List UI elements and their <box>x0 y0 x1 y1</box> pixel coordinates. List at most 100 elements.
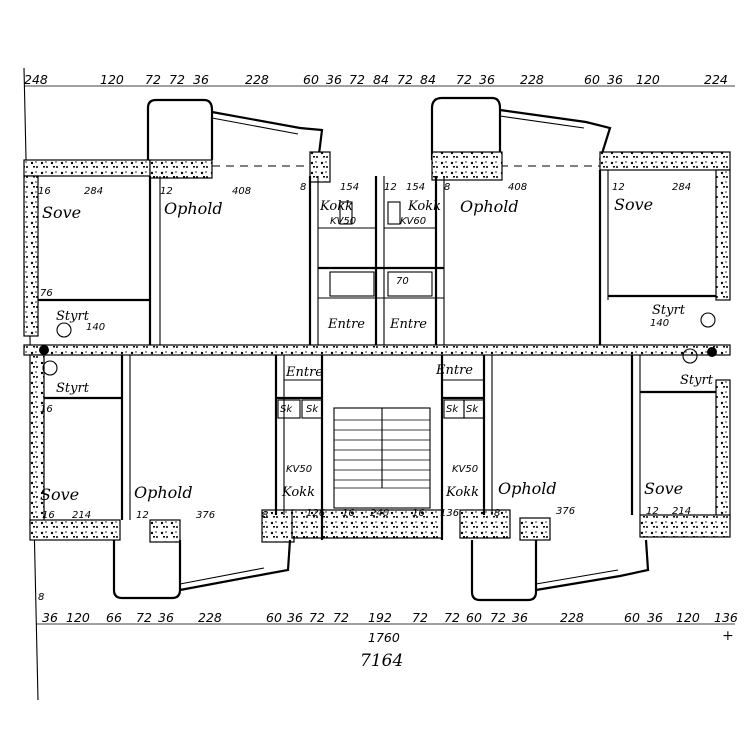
room-label-ophold: Ophold <box>498 479 557 498</box>
edge-mark: 76 <box>40 288 53 299</box>
dim-label: 12 <box>160 186 173 197</box>
total-width: 1760 <box>368 630 400 645</box>
room-label-sk: Sk <box>280 404 293 415</box>
dim-label: 154 <box>406 182 425 193</box>
room-label-kokk: Kokk <box>281 485 315 500</box>
dim-label: 16 <box>412 508 425 519</box>
room-label-sove: Sove <box>614 195 653 214</box>
upper-balconies <box>146 96 612 167</box>
dim-label: KV50 <box>452 464 478 475</box>
room-label-kokk: Kokk <box>445 485 479 500</box>
dim-label: 376 <box>196 510 215 521</box>
dim-label: 154 <box>340 182 359 193</box>
stairwell <box>320 355 444 540</box>
room-label-ophold: Ophold <box>164 199 223 218</box>
dim-label: 12 <box>384 182 397 193</box>
dim-label: 8 <box>494 508 500 519</box>
top-dim: 224 <box>704 72 728 87</box>
bottom-dim: 72 <box>333 610 349 625</box>
exterior-walls <box>23 151 731 543</box>
bottom-dim: 192 <box>368 610 392 625</box>
dim-label: 284 <box>672 182 691 193</box>
top-dim: 72 <box>456 72 472 87</box>
dim-label: KV50 <box>330 216 356 227</box>
room-label-ophold: Ophold <box>134 483 193 502</box>
top-dim: 84 <box>373 72 389 87</box>
dim-label: 126 <box>306 508 325 519</box>
room-label-sk: Sk <box>446 404 459 415</box>
bottom-dim: 72 <box>412 610 428 625</box>
dim-label: 8 <box>300 182 306 193</box>
room-label-sove: Sove <box>42 203 81 222</box>
dim-label: KV50 <box>286 464 312 475</box>
bottom-dimension-string: 36 120 66 72 36 228 60 36 72 72 192 72 7… <box>36 610 738 645</box>
dim-label: 12 <box>136 510 149 521</box>
dim-label: 16 <box>342 508 355 519</box>
upper-interior-walls <box>38 170 716 345</box>
dim-label: 140 <box>86 322 105 333</box>
bottom-dim: 228 <box>560 610 584 625</box>
top-dim: 228 <box>520 72 544 87</box>
top-dim: 228 <box>245 72 269 87</box>
top-dim: 120 <box>636 72 660 87</box>
room-label-sk: Sk <box>466 404 479 415</box>
dim-label: 136 <box>440 508 459 519</box>
top-dim: 120 <box>100 72 124 87</box>
top-dim: 72 <box>349 72 365 87</box>
bottom-dim: 228 <box>198 610 222 625</box>
bottom-dim: 36 <box>647 610 663 625</box>
top-dim: 36 <box>326 72 342 87</box>
dim-label: 214 <box>672 506 691 517</box>
room-label-entre: Entre <box>389 317 427 332</box>
bottom-dim: 72 <box>444 610 460 625</box>
cross-mark-icon: + <box>722 628 734 644</box>
room-label-entre: Entre <box>435 363 473 378</box>
bottom-dim: 72 <box>309 610 325 625</box>
bottom-dim: 60 <box>624 610 640 625</box>
bottom-dim: 60 <box>266 610 282 625</box>
bottom-dim: 36 <box>42 610 58 625</box>
room-label-entre: Entre <box>327 317 365 332</box>
top-dim: 84 <box>420 72 436 87</box>
dim-label: 12 <box>646 506 659 517</box>
room-label-kokk: Kokk <box>319 199 353 214</box>
room-label-sk: Sk <box>306 404 319 415</box>
bottom-dim: 36 <box>287 610 303 625</box>
top-dim: 36 <box>479 72 495 87</box>
bottom-dim: 36 <box>512 610 528 625</box>
drawing-number: 7164 <box>360 651 403 671</box>
room-label-entre: Entre <box>285 365 323 380</box>
top-dimension-string: 248 120 72 72 36 228 60 36 72 84 72 84 7… <box>24 72 735 87</box>
bathroom-fixtures <box>39 201 717 376</box>
room-label-ophold: Ophold <box>460 197 519 216</box>
dim-label: KV60 <box>400 216 426 227</box>
bottom-dim: 136 <box>714 610 738 625</box>
room-label-styrt: Styrt <box>680 373 714 388</box>
bottom-dim: 66 <box>106 610 122 625</box>
dim-label: 376 <box>556 506 575 517</box>
room-label-sove: Sove <box>644 479 683 498</box>
top-dim: 36 <box>193 72 209 87</box>
room-label-kokk: Kokk <box>407 199 441 214</box>
edge-mark: 16 <box>40 404 53 415</box>
top-dim: 36 <box>607 72 623 87</box>
lower-balconies <box>112 539 650 602</box>
bottom-dim: 72 <box>136 610 152 625</box>
dim-label: 408 <box>508 182 527 193</box>
room-label-styrt: Styrt <box>56 381 90 396</box>
dim-label: 16 <box>38 186 51 197</box>
edge-mark: 8 <box>38 592 44 603</box>
dim-label: 8 <box>262 510 268 521</box>
room-label-styrt: Styrt <box>56 309 90 324</box>
top-dim: 248 <box>24 72 48 87</box>
top-dim: 72 <box>145 72 161 87</box>
dim-label: 214 <box>72 510 91 521</box>
top-dim: 72 <box>397 72 413 87</box>
top-dim: 60 <box>303 72 319 87</box>
dim-label: 140 <box>650 318 669 329</box>
dim-label: 16 <box>42 510 55 521</box>
top-dim: 72 <box>169 72 185 87</box>
dim-label: 8 <box>444 182 450 193</box>
bottom-dim: 120 <box>66 610 90 625</box>
